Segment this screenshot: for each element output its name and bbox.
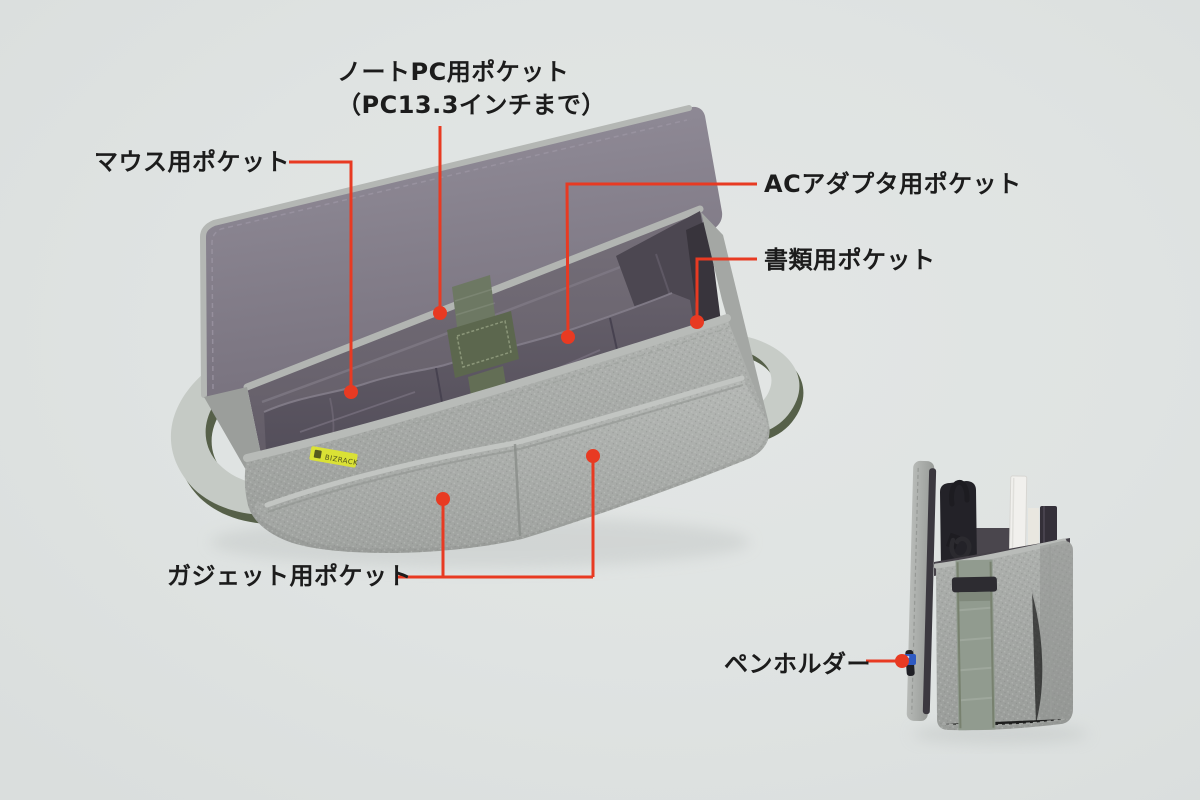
pouch-handle	[948, 479, 970, 507]
lid-stitch	[211, 119, 688, 390]
fabric-detail	[455, 302, 496, 316]
black-pouch	[940, 481, 977, 568]
side-bag-right-shade	[1040, 540, 1073, 726]
fabric-texture	[254, 378, 768, 549]
side-bag-illustration	[904, 460, 1088, 745]
bag-lid	[199, 105, 723, 398]
gadget-pocket-seam	[513, 443, 522, 537]
leader-dot-mouse-pocket	[344, 385, 358, 399]
side-bag-top-binding	[933, 538, 1067, 569]
strap-fold	[959, 591, 991, 602]
side-bag-strap	[951, 559, 998, 731]
lid-binding	[199, 105, 692, 398]
cream-pages	[1028, 508, 1039, 568]
strap-webbing	[955, 559, 996, 731]
gadget-pockets	[254, 375, 768, 549]
callout-pen-holder: ペンホルダー	[724, 650, 871, 678]
leader-dot-pen-holder	[895, 654, 909, 668]
leader-dot-gadget-pocket-left	[436, 492, 450, 506]
callout-pc-pocket: ノートPC用ポケット （PC13.3インチまで）	[337, 56, 606, 122]
callout-pc-pocket-line2: （PC13.3インチまで）	[337, 91, 606, 119]
callout-gadget-pocket: ガジェット用ポケット	[167, 562, 412, 590]
front-wall-stitch	[249, 327, 729, 468]
fabric-detail	[1031, 589, 1044, 727]
lid-panel	[201, 106, 723, 398]
leader-dot-ac-adapter-pocket	[561, 330, 575, 344]
pc-strap-loop	[447, 311, 519, 378]
right-gusset	[701, 212, 769, 424]
callout-ac-adapter-pocket: ACアダプタ用ポケット	[764, 170, 1022, 198]
side-bag-flap	[906, 460, 937, 722]
leader-dot-pc-pocket	[433, 306, 447, 320]
leader-line-ac-adapter-pocket	[565, 182, 757, 338]
callout-document-pocket: 書類用ポケット	[764, 246, 936, 274]
flap-inner-lining	[922, 468, 937, 715]
fabric-detail	[454, 288, 494, 302]
front-wall-binding	[243, 314, 731, 462]
brand-logo-icon	[313, 449, 322, 459]
gadget-pocket-hem	[264, 375, 745, 508]
fabric-detail	[959, 606, 993, 702]
pc-strap-loop-stitch	[456, 320, 512, 368]
fabric-detail	[299, 391, 416, 433]
leader-line-mouse-pocket	[289, 160, 353, 392]
strap-buckle	[951, 576, 998, 593]
leader-line-document-pocket	[695, 257, 757, 322]
callout-pc-pocket-line1: ノートPC用ポケット	[337, 58, 570, 86]
fabric-detail	[1049, 544, 1052, 726]
right-interior-corner	[686, 220, 723, 346]
leader-dot-document-pocket	[690, 315, 704, 329]
pc-sleeve-fold	[261, 248, 665, 404]
main-bag-illustration: BIZRACK	[170, 105, 804, 568]
callout-mouse-pocket: マウス用ポケット	[94, 148, 290, 176]
brand-tag: BIZRACK	[309, 446, 359, 468]
leader-dot-gadget-pocket-right	[586, 449, 600, 463]
leader-lines	[289, 126, 909, 668]
cable	[949, 536, 972, 560]
